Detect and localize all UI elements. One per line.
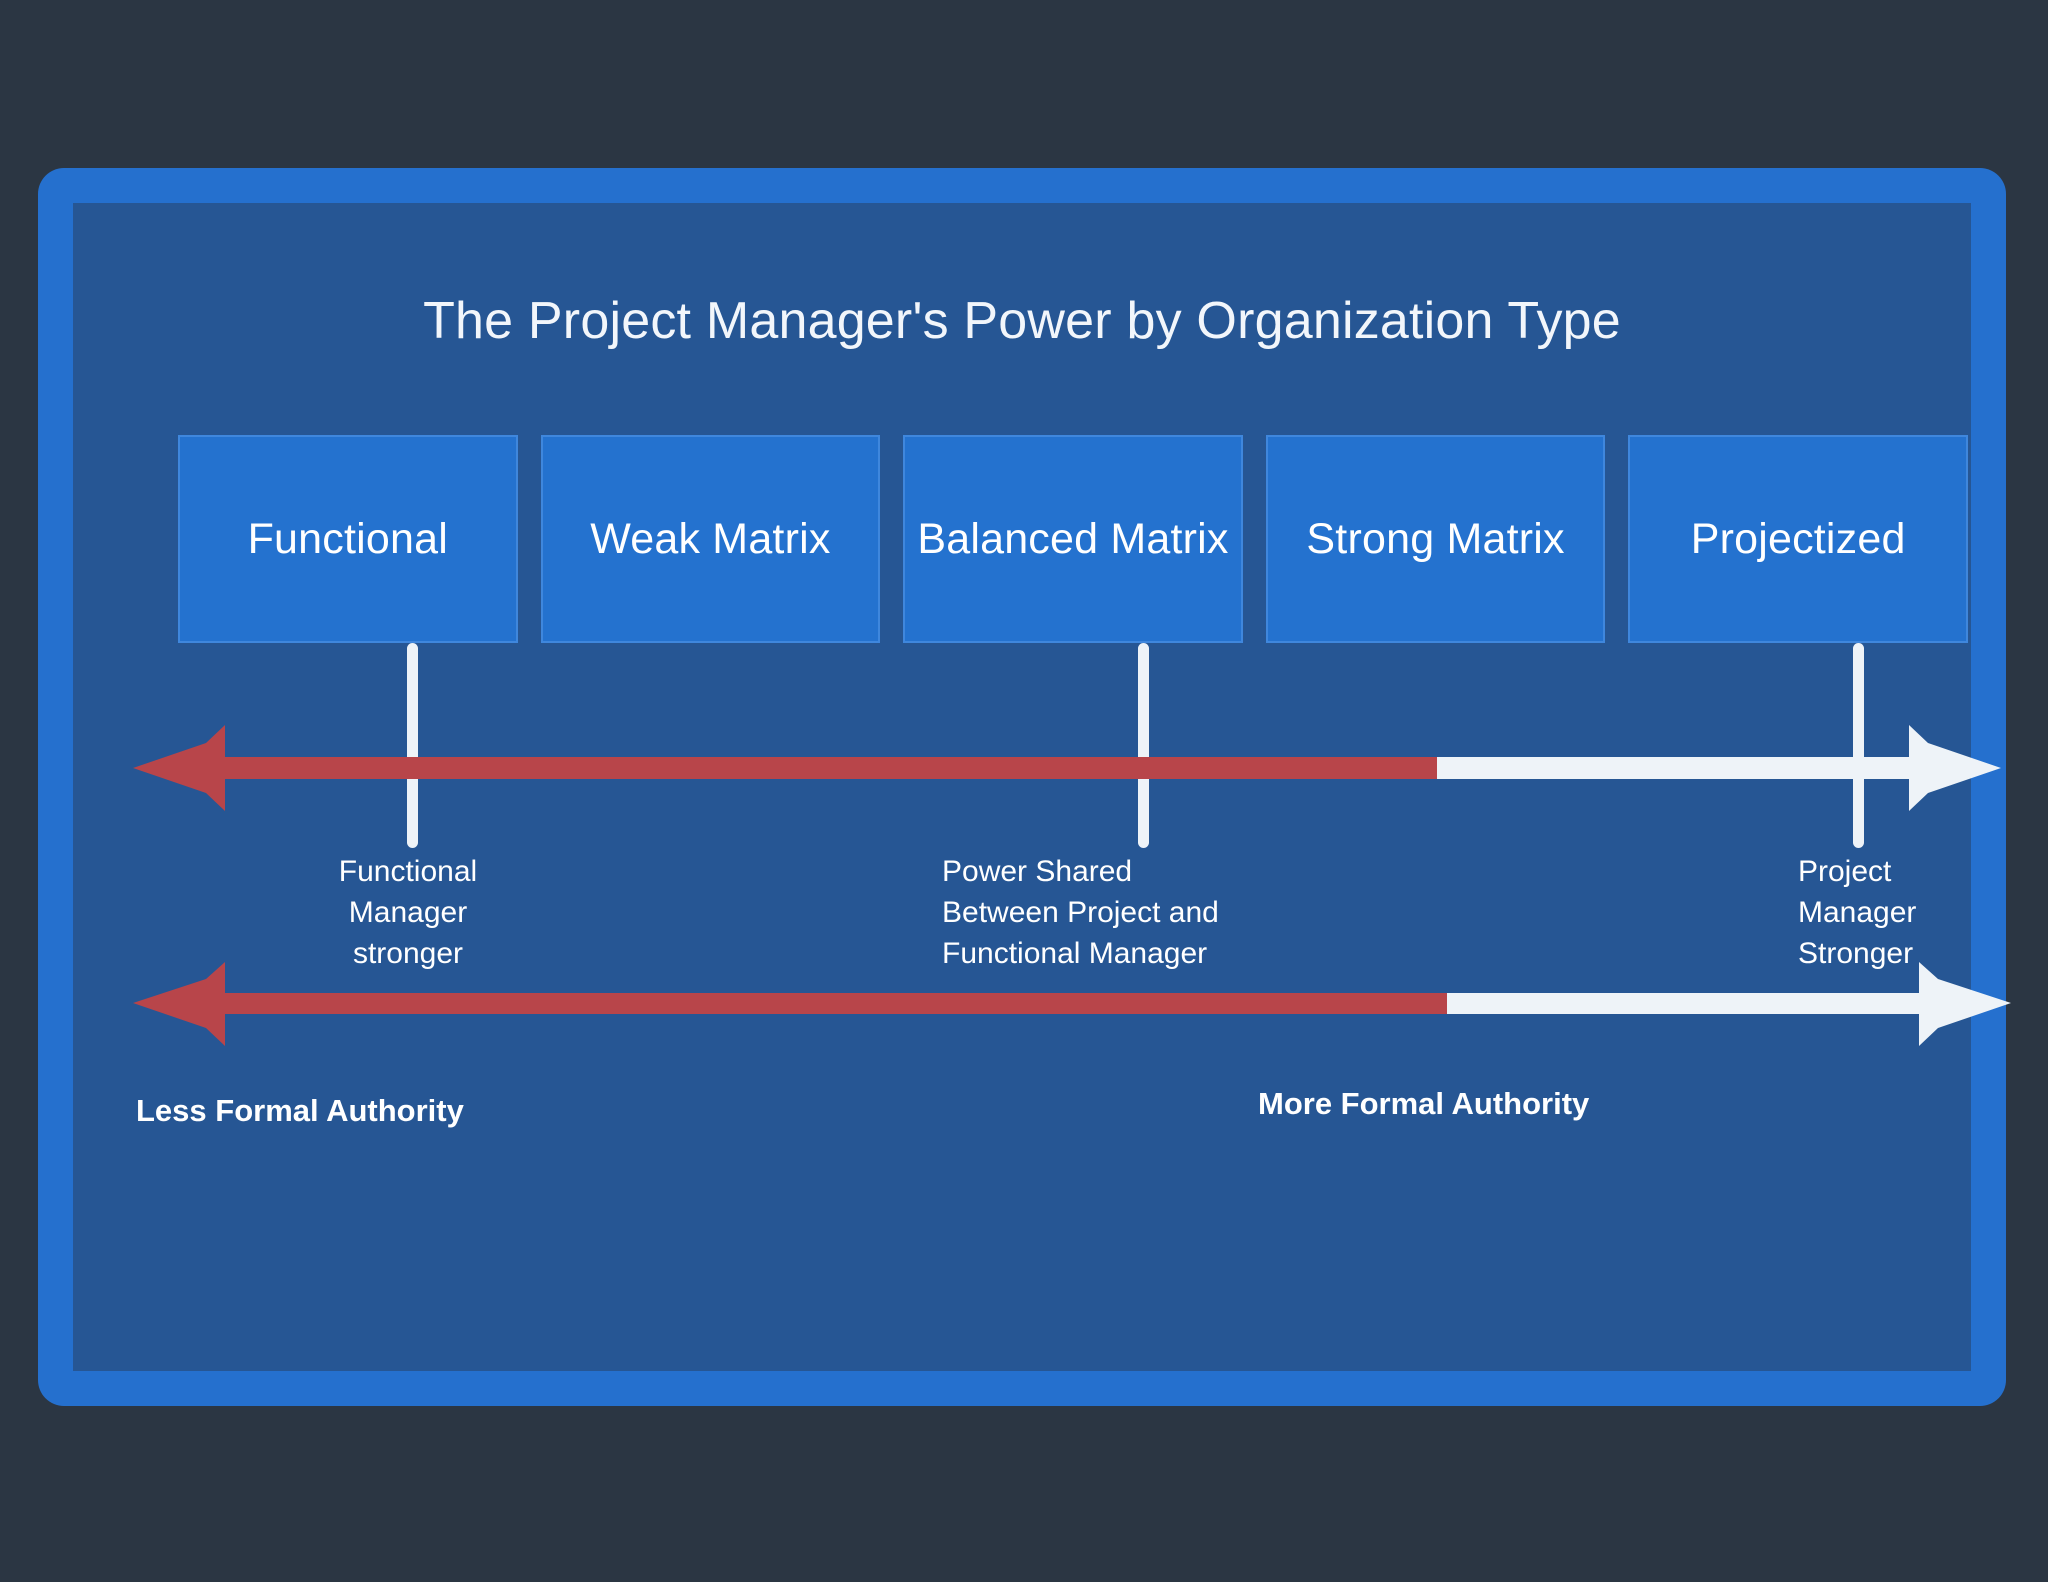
authority-arrow-left-head-icon <box>133 962 225 1046</box>
slide-card: The Project Manager's Power by Organizat… <box>38 168 2011 1406</box>
annotation-line: Manager <box>1798 896 1917 929</box>
annotation-power-shared: Power Shared Between Project and Functio… <box>942 851 1272 974</box>
connector-line-projectized <box>1853 643 1864 848</box>
connector-line-balanced-matrix <box>1138 643 1149 848</box>
org-type-label: Balanced Matrix <box>917 514 1229 563</box>
connector-line-functional <box>407 643 418 848</box>
annotation-line: stronger <box>352 937 464 970</box>
org-type-label: Weak Matrix <box>590 514 831 563</box>
org-type-box-functional[interactable]: Functional <box>178 435 518 643</box>
org-type-box-projectized[interactable]: Projectized <box>1628 435 1968 643</box>
annotation-line: Manager <box>348 896 468 929</box>
org-type-label: Projectized <box>1690 514 1906 563</box>
annotation-line: Functional Manager <box>942 937 1208 970</box>
power-arrow-left-head-icon <box>133 725 225 811</box>
arrows-layer <box>133 725 2011 1046</box>
annotation-line: Project <box>1798 855 1892 888</box>
org-type-row: Functional Weak Matrix Balanced Matrix S… <box>178 435 1968 643</box>
authority-label-less: Less Formal Authority <box>136 1093 464 1128</box>
page-title: The Project Manager's Power by Organizat… <box>423 292 1621 350</box>
annotation-line: Between Project and <box>942 896 1219 929</box>
diagram-panel: The Project Manager's Power by Organizat… <box>73 203 2011 1371</box>
org-type-box-strong-matrix[interactable]: Strong Matrix <box>1265 435 1606 643</box>
authority-arrow-white-shaft <box>1447 993 1919 1014</box>
power-arrow-white-shaft <box>1437 757 1909 779</box>
authority-arrow-right-head-icon <box>1919 962 2011 1046</box>
annotation-line: Stronger <box>1798 937 1914 970</box>
annotation-line: Power Shared <box>942 855 1133 888</box>
org-type-box-balanced-matrix[interactable]: Balanced Matrix <box>903 435 1243 643</box>
org-type-label: Strong Matrix <box>1306 514 1565 563</box>
annotation-functional-manager: Functional Manager stronger <box>268 851 548 974</box>
annotation-project-manager: Project Manager Stronger <box>1798 851 2048 974</box>
power-arrow-right-head-icon <box>1909 725 2001 811</box>
authority-label-more: More Formal Authority <box>1258 1086 1590 1121</box>
org-type-box-weak-matrix[interactable]: Weak Matrix <box>540 435 881 643</box>
org-type-label: Functional <box>247 514 448 563</box>
authority-arrow-red-shaft <box>225 993 1447 1014</box>
annotation-line: Functional <box>338 855 478 888</box>
